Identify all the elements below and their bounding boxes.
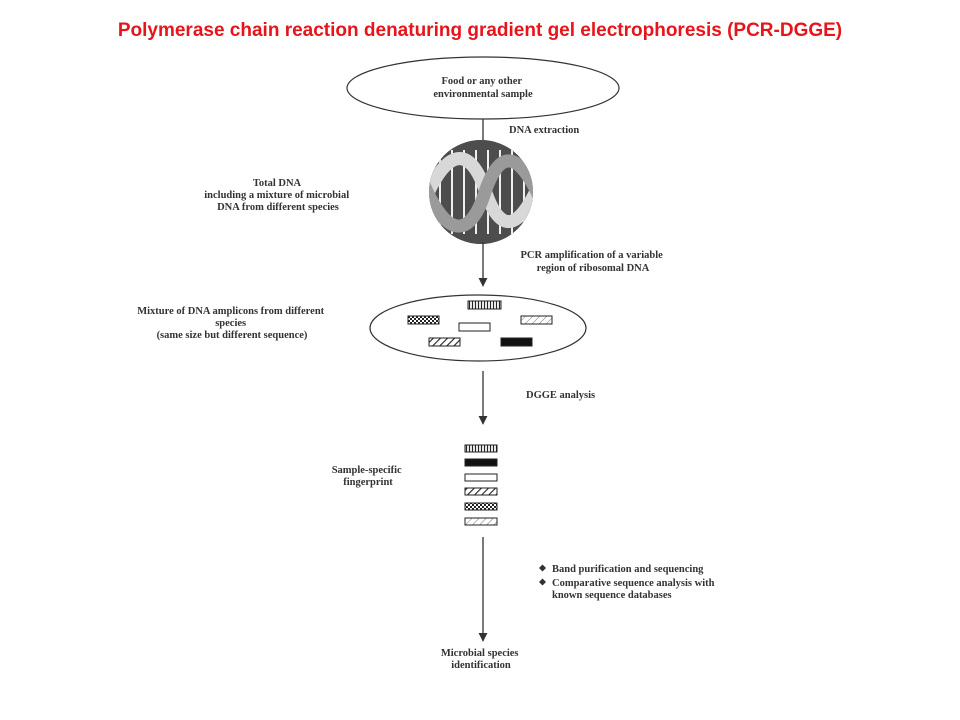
sample-label: Food or any other environmental sample <box>433 76 533 100</box>
sample-ellipse <box>346 56 620 120</box>
fp-band-white <box>464 473 498 482</box>
band-black <box>500 337 533 347</box>
fp-band-vertical <box>464 444 498 453</box>
band-vertical <box>467 300 502 310</box>
band-diagonal <box>428 337 461 347</box>
amplicons-label: Mixture of DNA amplicons from different … <box>137 306 327 341</box>
dna-extraction-label: DNA extraction <box>509 125 579 136</box>
page-title: Polymerase chain reaction denaturing gra… <box>117 20 843 41</box>
fingerprint-bands <box>464 444 498 526</box>
total-dna-label: Total DNA including a mixture of microbi… <box>204 178 352 213</box>
bullet-diamond-icon <box>539 564 546 572</box>
bullet-diamond-icon <box>539 578 546 586</box>
pcr-label: PCR amplification of a variable region o… <box>521 250 666 274</box>
identification-label: Microbial species identification <box>441 648 521 671</box>
fp-band-light-hatch <box>464 517 498 526</box>
bullet-1-text: Band purification and sequencing <box>552 564 704 575</box>
fp-band-diagonal <box>464 487 498 496</box>
bullet-2-text: Comparative sequence analysis with known… <box>552 578 717 601</box>
band-checker <box>407 315 440 325</box>
bullet-list: Band purification and sequencing Compara… <box>539 564 717 601</box>
band-light-hatch <box>520 315 553 325</box>
dna-helix-icon <box>429 140 533 244</box>
fingerprint-label: Sample-specific fingerprint <box>332 465 405 488</box>
amplicon-bands <box>407 300 553 347</box>
band-white <box>458 322 491 332</box>
fp-band-black <box>464 458 498 467</box>
dgge-label: DGGE analysis <box>526 390 595 401</box>
fp-band-checker <box>464 502 498 511</box>
